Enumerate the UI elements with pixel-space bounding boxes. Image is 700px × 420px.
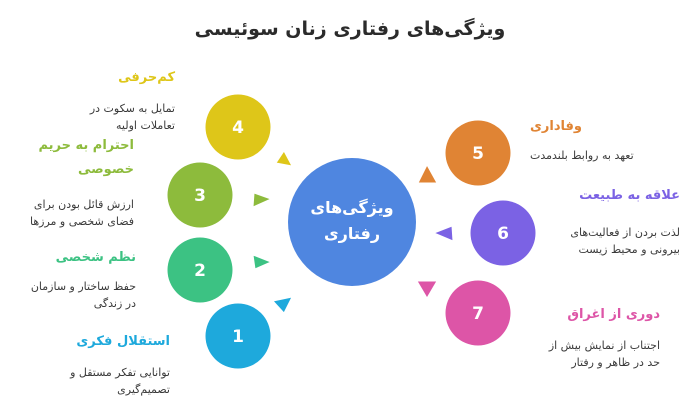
center-node xyxy=(286,156,418,288)
node-4-number: 4 xyxy=(232,118,244,138)
node-6: 6 xyxy=(469,199,537,267)
node-1: 1 xyxy=(204,302,272,370)
item-6: علاقه به طبیعت لذت بردن از فعالیت‌های بی… xyxy=(560,186,680,258)
center-label-line1: ویژگی‌های xyxy=(310,198,394,217)
node-3-number: 3 xyxy=(194,186,206,206)
node-5: 5 xyxy=(444,119,512,187)
node-7: 7 xyxy=(444,279,512,347)
arrow-5-icon xyxy=(417,163,438,184)
arrow-3-icon xyxy=(252,192,273,208)
arrow-6-icon xyxy=(432,225,454,242)
item-7-title: دوری از اغراق xyxy=(567,307,660,322)
node-4: 4 xyxy=(204,93,272,161)
item-4: کم‌حرفی تمایل به سکوت در تعاملات اولیه xyxy=(40,68,175,134)
node-2: 2 xyxy=(166,236,234,304)
item-2-description: حفظ ساختار و سازمان در زندگی xyxy=(30,280,136,310)
arrow-7-icon xyxy=(416,280,438,299)
item-4-description: تمایل به سکوت در تعاملات اولیه xyxy=(89,102,175,132)
arrow-1-icon xyxy=(272,296,293,314)
item-2-title: نظم شخصی xyxy=(55,250,136,265)
node-2-number: 2 xyxy=(194,261,206,281)
center-label: ویژگی‌های رفتاری xyxy=(287,195,417,247)
arrow-2-icon xyxy=(252,254,273,270)
item-3-title: احترام به حریم خصوصی xyxy=(38,138,134,177)
node-1-number: 1 xyxy=(232,327,244,347)
item-4-title: کم‌حرفی xyxy=(118,70,175,85)
node-7-number: 7 xyxy=(472,304,484,324)
node-5-number: 5 xyxy=(472,144,484,164)
diagram-title: ویژگی‌های رفتاری زنان سوئیسی xyxy=(194,18,506,40)
item-7-description: اجتناب از نمایش بیش از حد در ظاهر و رفتا… xyxy=(548,339,660,369)
item-1-description: توانایی تفکر مستقل و تصمیم‌گیری xyxy=(70,366,170,396)
item-5-description: تعهد به روابط بلندمدت xyxy=(530,149,634,162)
item-3: احترام به حریم خصوصی ارزش قائل بودن برای… xyxy=(20,136,134,230)
center-label-line2: رفتاری xyxy=(323,224,381,243)
item-6-title: علاقه به طبیعت xyxy=(579,188,680,203)
item-5: وفاداری تعهد به روابط بلندمدت xyxy=(530,117,645,164)
node-3: 3 xyxy=(166,161,234,229)
item-7: دوری از اغراق اجتناب از نمایش بیش از حد … xyxy=(535,305,660,371)
item-1-title: استقلال فکری xyxy=(76,334,170,349)
item-6-description: لذت بردن از فعالیت‌های بیرونی و محیط زیس… xyxy=(570,226,680,256)
item-1: استقلال فکری توانایی تفکر مستقل و تصمیم‌… xyxy=(40,332,170,398)
item-2: نظم شخصی حفظ ساختار و سازمان در زندگی xyxy=(10,248,136,312)
node-6-number: 6 xyxy=(497,224,509,244)
item-3-description: ارزش قائل بودن برای فضای شخصی و مرزها xyxy=(29,198,134,228)
item-5-title: وفاداری xyxy=(530,119,582,134)
arrow-4-icon xyxy=(275,150,293,167)
